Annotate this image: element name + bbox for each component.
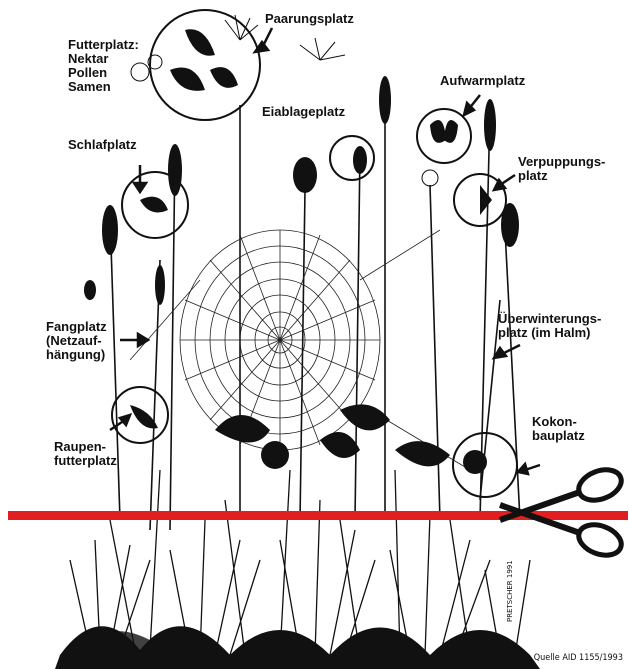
label-futterplatz: Futterplatz: Nektar Pollen Samen xyxy=(68,38,139,94)
label-fangplatz: Fangplatz (Netzauf- hängung) xyxy=(46,320,107,362)
spider-web xyxy=(130,230,470,470)
pointer-arrows xyxy=(110,28,540,474)
label-aufwarmplatz: Aufwarmplatz xyxy=(440,74,525,88)
source-credit: Quelle AID 1155/1993 xyxy=(534,653,623,663)
label-schlafplatz: Schlafplatz xyxy=(68,138,137,152)
label-kokonbauplatz: Kokon- bauplatz xyxy=(532,415,585,443)
futterplatz-circle xyxy=(150,10,260,120)
butterflies xyxy=(130,29,492,474)
label-eiablageplatz: Eiablageplatz xyxy=(262,105,345,119)
label-raupenfutterplatz: Raupen- futterplatz xyxy=(54,440,117,468)
eiablageplatz-circle xyxy=(330,136,374,180)
artist-signature: PRETSCHER 1991 xyxy=(506,560,514,622)
label-verpuppungsplatz: Verpuppungs- platz xyxy=(518,155,605,183)
label-paarungsplatz: Paarungsplatz xyxy=(265,12,354,26)
label-ueberwinterungsplatz: Überwinterungs- platz (im Halm) xyxy=(498,312,601,340)
